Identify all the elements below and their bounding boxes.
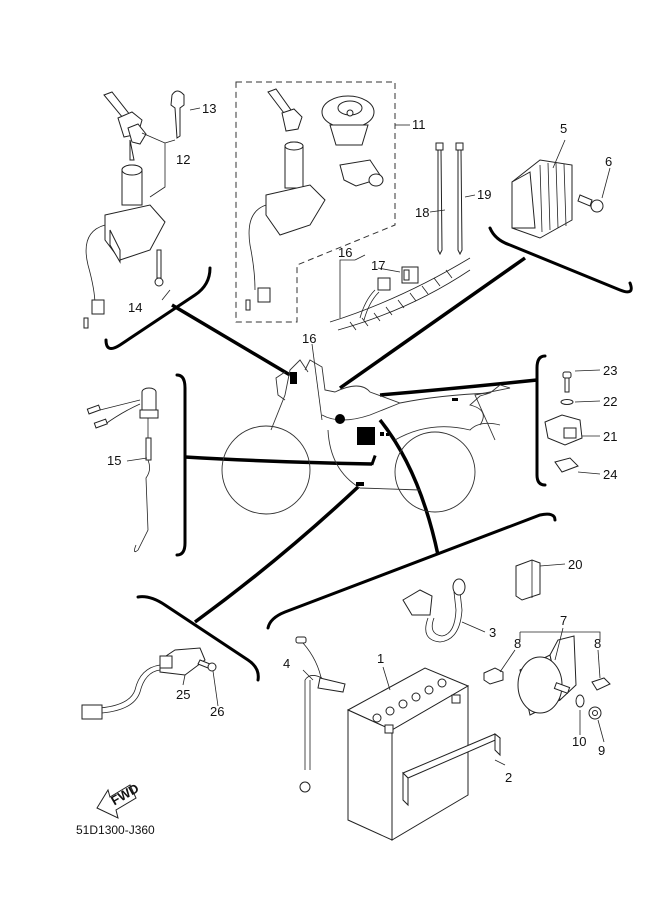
cable-ties (435, 142, 464, 256)
callout-17: 17 (371, 258, 385, 273)
lock-set-dashed-box (235, 81, 396, 323)
callout-1: 1 (377, 651, 384, 666)
rear-brake-switch-15 (86, 387, 159, 553)
front-wheel (221, 425, 311, 515)
leader-lines (126, 107, 611, 766)
flasher-relay-group (544, 371, 583, 473)
main-switch-12 (83, 91, 166, 329)
callout-16a: 16 (338, 245, 352, 260)
callout-labels: 1 2 3 4 5 6 7 8 8 9 10 11 12 13 14 15 16… (107, 101, 617, 785)
connector-regulator (338, 256, 527, 390)
blank-key-13 (170, 90, 185, 139)
harness-detail (329, 257, 471, 331)
connector-neutral-switch (193, 485, 360, 624)
connector-battery (378, 418, 440, 556)
drawing-code: 51D1300-J360 (76, 823, 155, 837)
starter-relay-7 (483, 635, 611, 720)
bracket-neutral-switch (136, 595, 260, 682)
callout-21: 21 (603, 429, 617, 444)
callout-25: 25 (176, 687, 190, 702)
callout-3: 3 (489, 625, 496, 640)
callout-24: 24 (603, 467, 617, 482)
rear-wheel (394, 431, 476, 513)
callout-7: 7 (560, 613, 567, 628)
callout-4: 4 (283, 656, 290, 671)
callout-18: 18 (415, 205, 429, 220)
callout-19: 19 (477, 187, 491, 202)
callout-22: 22 (603, 394, 617, 409)
callout-12: 12 (176, 152, 190, 167)
callout-8a: 8 (514, 636, 521, 651)
callout-16b: 16 (302, 331, 316, 346)
connector-main-switch (171, 303, 291, 377)
connector-brake-switch (184, 455, 373, 466)
positive-cable-3 (402, 578, 466, 643)
lock-set-11 (245, 88, 384, 311)
callout-10: 10 (572, 734, 586, 749)
callout-6: 6 (605, 154, 612, 169)
callout-5: 5 (560, 121, 567, 136)
bracket-regulator (488, 226, 633, 294)
neutral-switch-25 (81, 647, 217, 720)
callout-2: 2 (505, 770, 512, 785)
callout-23: 23 (603, 363, 617, 378)
connector-flasher (379, 378, 538, 397)
negative-cable-4 (295, 636, 346, 793)
group-brackets (104, 226, 633, 682)
battery-band-2 (402, 732, 501, 807)
fwd-arrow: FWD (96, 780, 141, 819)
callout-26: 26 (210, 704, 224, 719)
callout-13: 13 (202, 101, 216, 116)
marker-main-switch (290, 372, 297, 384)
bracket-main-switch (104, 266, 212, 351)
marker-battery (357, 427, 375, 445)
callout-20: 20 (568, 557, 582, 572)
relay-20 (515, 559, 541, 601)
bracket-battery (266, 512, 557, 630)
bracket-flasher (535, 354, 547, 487)
bracket-brake-switch (175, 373, 187, 557)
callout-9: 9 (598, 743, 605, 758)
callout-11: 11 (412, 117, 426, 132)
rectifier-regulator-5 (511, 159, 604, 239)
marker-harness (335, 414, 345, 424)
callout-14: 14 (128, 300, 142, 315)
callout-15: 15 (107, 453, 121, 468)
motorcycle-outline (221, 359, 511, 515)
callout-8b: 8 (594, 636, 601, 651)
